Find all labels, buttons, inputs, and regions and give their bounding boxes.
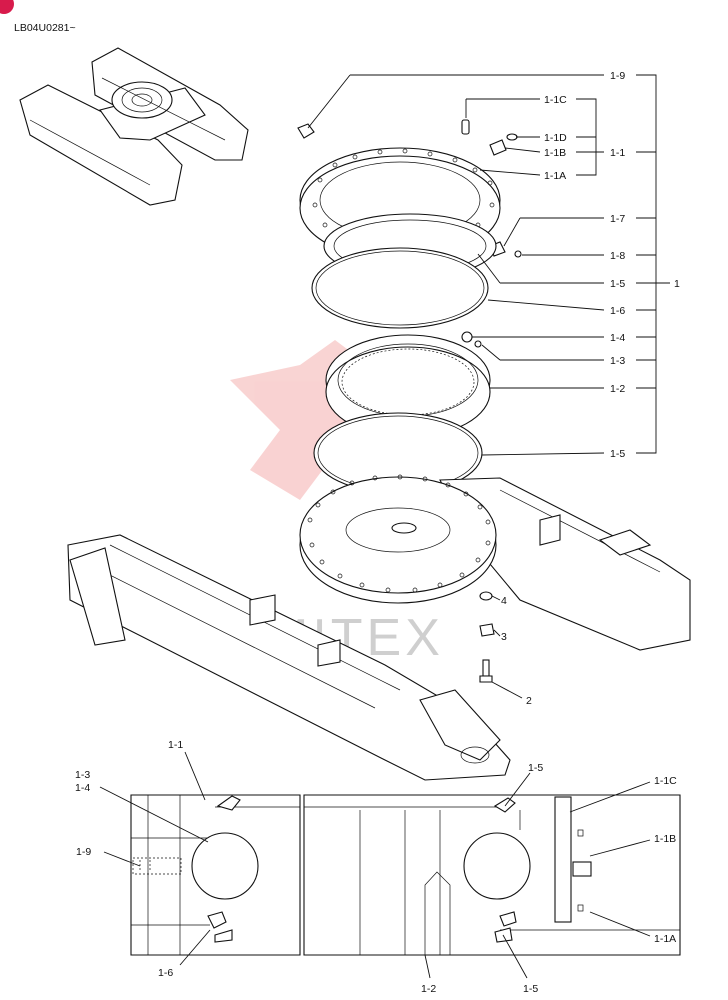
callout-1-5-upper: 1-5: [610, 278, 625, 290]
callout-1-4: 1-4: [610, 332, 625, 344]
section-label-1-5-top: 1-5: [528, 762, 543, 774]
machine-inset: [19, 47, 249, 206]
callout-leaders: [307, 74, 670, 699]
plug-1-1B: [489, 139, 507, 156]
callout-1-1B: 1-1B: [544, 147, 566, 159]
section-label-1-6: 1-6: [158, 967, 173, 979]
nut-3: [479, 623, 495, 637]
internal-gear-1-2: [325, 334, 491, 438]
mounting-flange: [299, 474, 497, 604]
oring-1-1D: [506, 133, 518, 141]
callout-1-9: 1-9: [610, 70, 625, 82]
callout-1: 1: [674, 278, 680, 290]
section-label-1-2: 1-2: [421, 983, 436, 995]
page-corner-badge: [0, 0, 14, 14]
callout-3: 3: [501, 631, 507, 643]
callout-1-1D: 1-1D: [544, 132, 567, 144]
washer-4: [479, 591, 493, 601]
section-label-1-1C: 1-1C: [654, 775, 677, 787]
ball-1-3: [474, 340, 482, 348]
seal-1-6: [311, 247, 489, 329]
callout-1-1A: 1-1A: [544, 170, 566, 182]
bolt-2: [479, 659, 493, 683]
section-label-1-4: 1-4: [75, 782, 90, 794]
callout-4: 4: [501, 595, 507, 607]
callout-1-3: 1-3: [610, 355, 625, 367]
pin-1-8: [514, 250, 522, 258]
callout-1-7: 1-7: [610, 213, 625, 225]
section-leaders: [99, 751, 651, 979]
callout-1-6: 1-6: [610, 305, 625, 317]
undercarriage-frame: [67, 477, 691, 781]
section-label-1-1: 1-1: [168, 739, 183, 751]
bolt-1-9: [297, 123, 315, 139]
section-label-1-1A: 1-1A: [654, 933, 676, 945]
section-label-1-3: 1-3: [75, 769, 90, 781]
drawing-code: LB04U0281~: [14, 22, 76, 34]
callout-2: 2: [526, 695, 532, 707]
callout-1-1C: 1-1C: [544, 94, 567, 106]
pin-1-1C: [461, 119, 470, 135]
callout-1-8: 1-8: [610, 250, 625, 262]
callout-1-1: 1-1: [610, 147, 625, 159]
ball-1-4: [461, 331, 473, 343]
callout-1-5-lower: 1-5: [610, 448, 625, 460]
section-label-1-1B: 1-1B: [654, 833, 676, 845]
callout-1-2: 1-2: [610, 383, 625, 395]
section-label-1-9: 1-9: [76, 846, 91, 858]
cross-section-view: [130, 794, 681, 956]
section-label-1-5-bottom: 1-5: [523, 983, 538, 995]
